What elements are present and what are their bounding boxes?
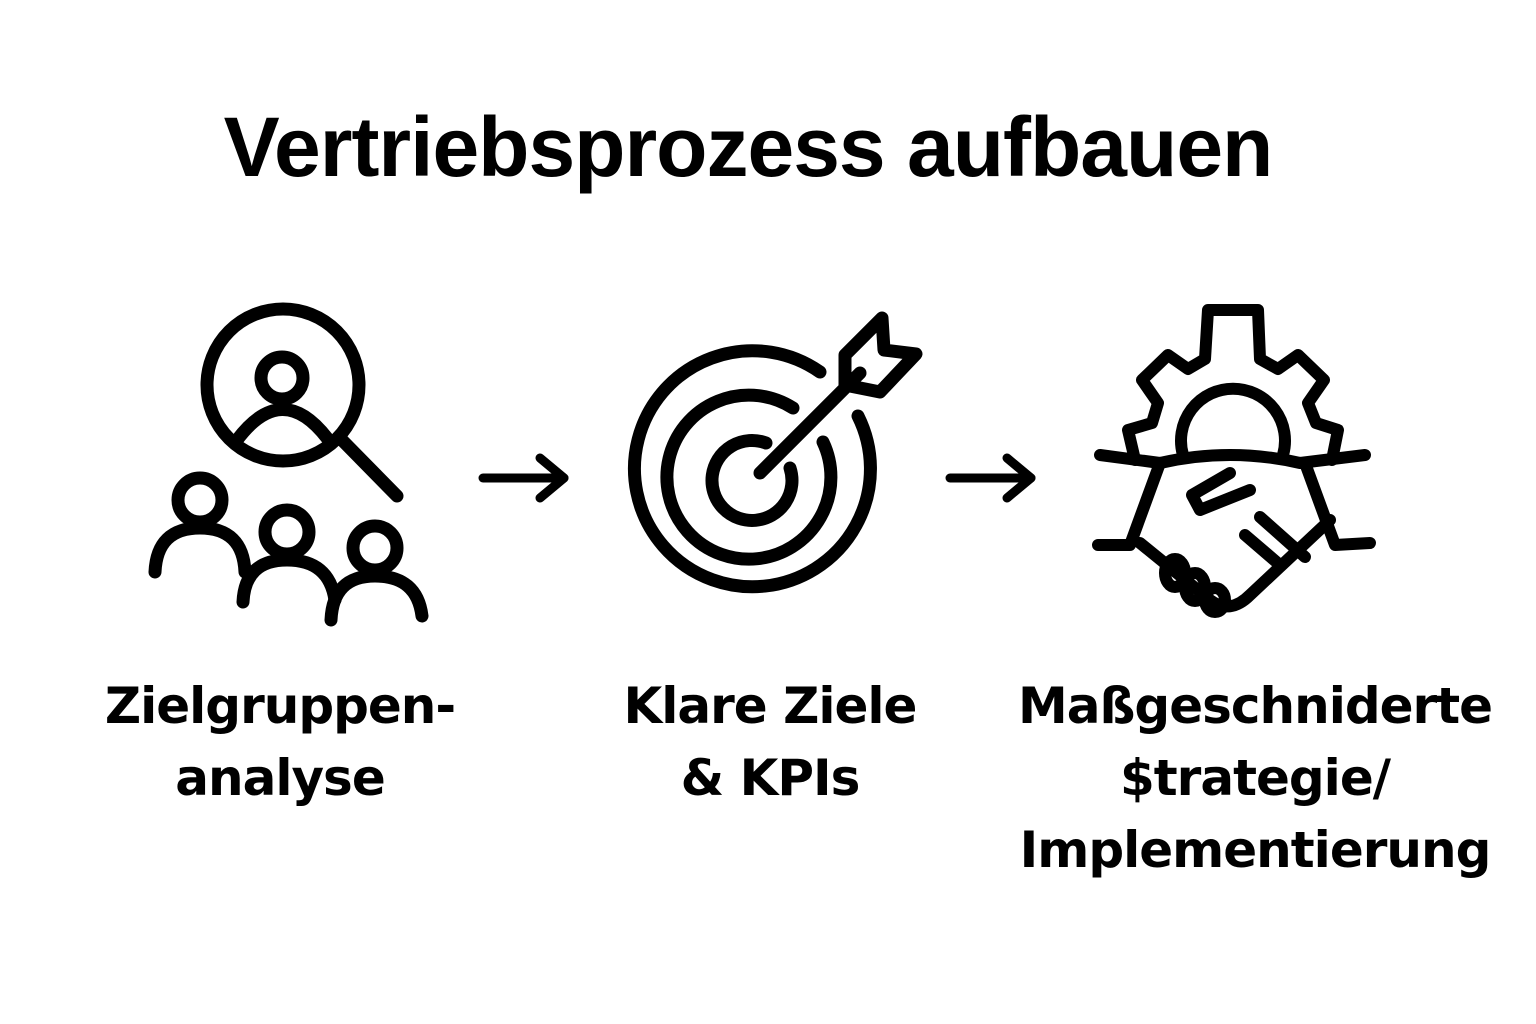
target-arrow-icon [620,300,940,610]
label-line: & KPIs [680,749,861,807]
arrow-right-icon [945,452,1041,504]
arrow-right-icon [478,452,574,504]
label-line: Zielgruppen- [104,677,456,735]
target-audience-search-icon [135,300,435,640]
step-label-goals-kpis: Klare Ziele & KPIs [560,670,980,814]
label-line: Maßgeschniderte [1017,677,1493,735]
label-line: Implementierung [1019,821,1492,879]
step-label-target-audience: Zielgruppen- analyse [60,670,500,814]
label-line: Klare Ziele [623,677,918,735]
gear-handshake-icon [1080,295,1390,635]
label-line: analyse [175,749,385,807]
step-label-strategy: Maßgeschniderte $trategie/ Implementieru… [990,670,1520,886]
page-title: Vertriebsprozess aufbauen [223,100,1274,194]
label-line: $trategie/ [1119,749,1391,807]
